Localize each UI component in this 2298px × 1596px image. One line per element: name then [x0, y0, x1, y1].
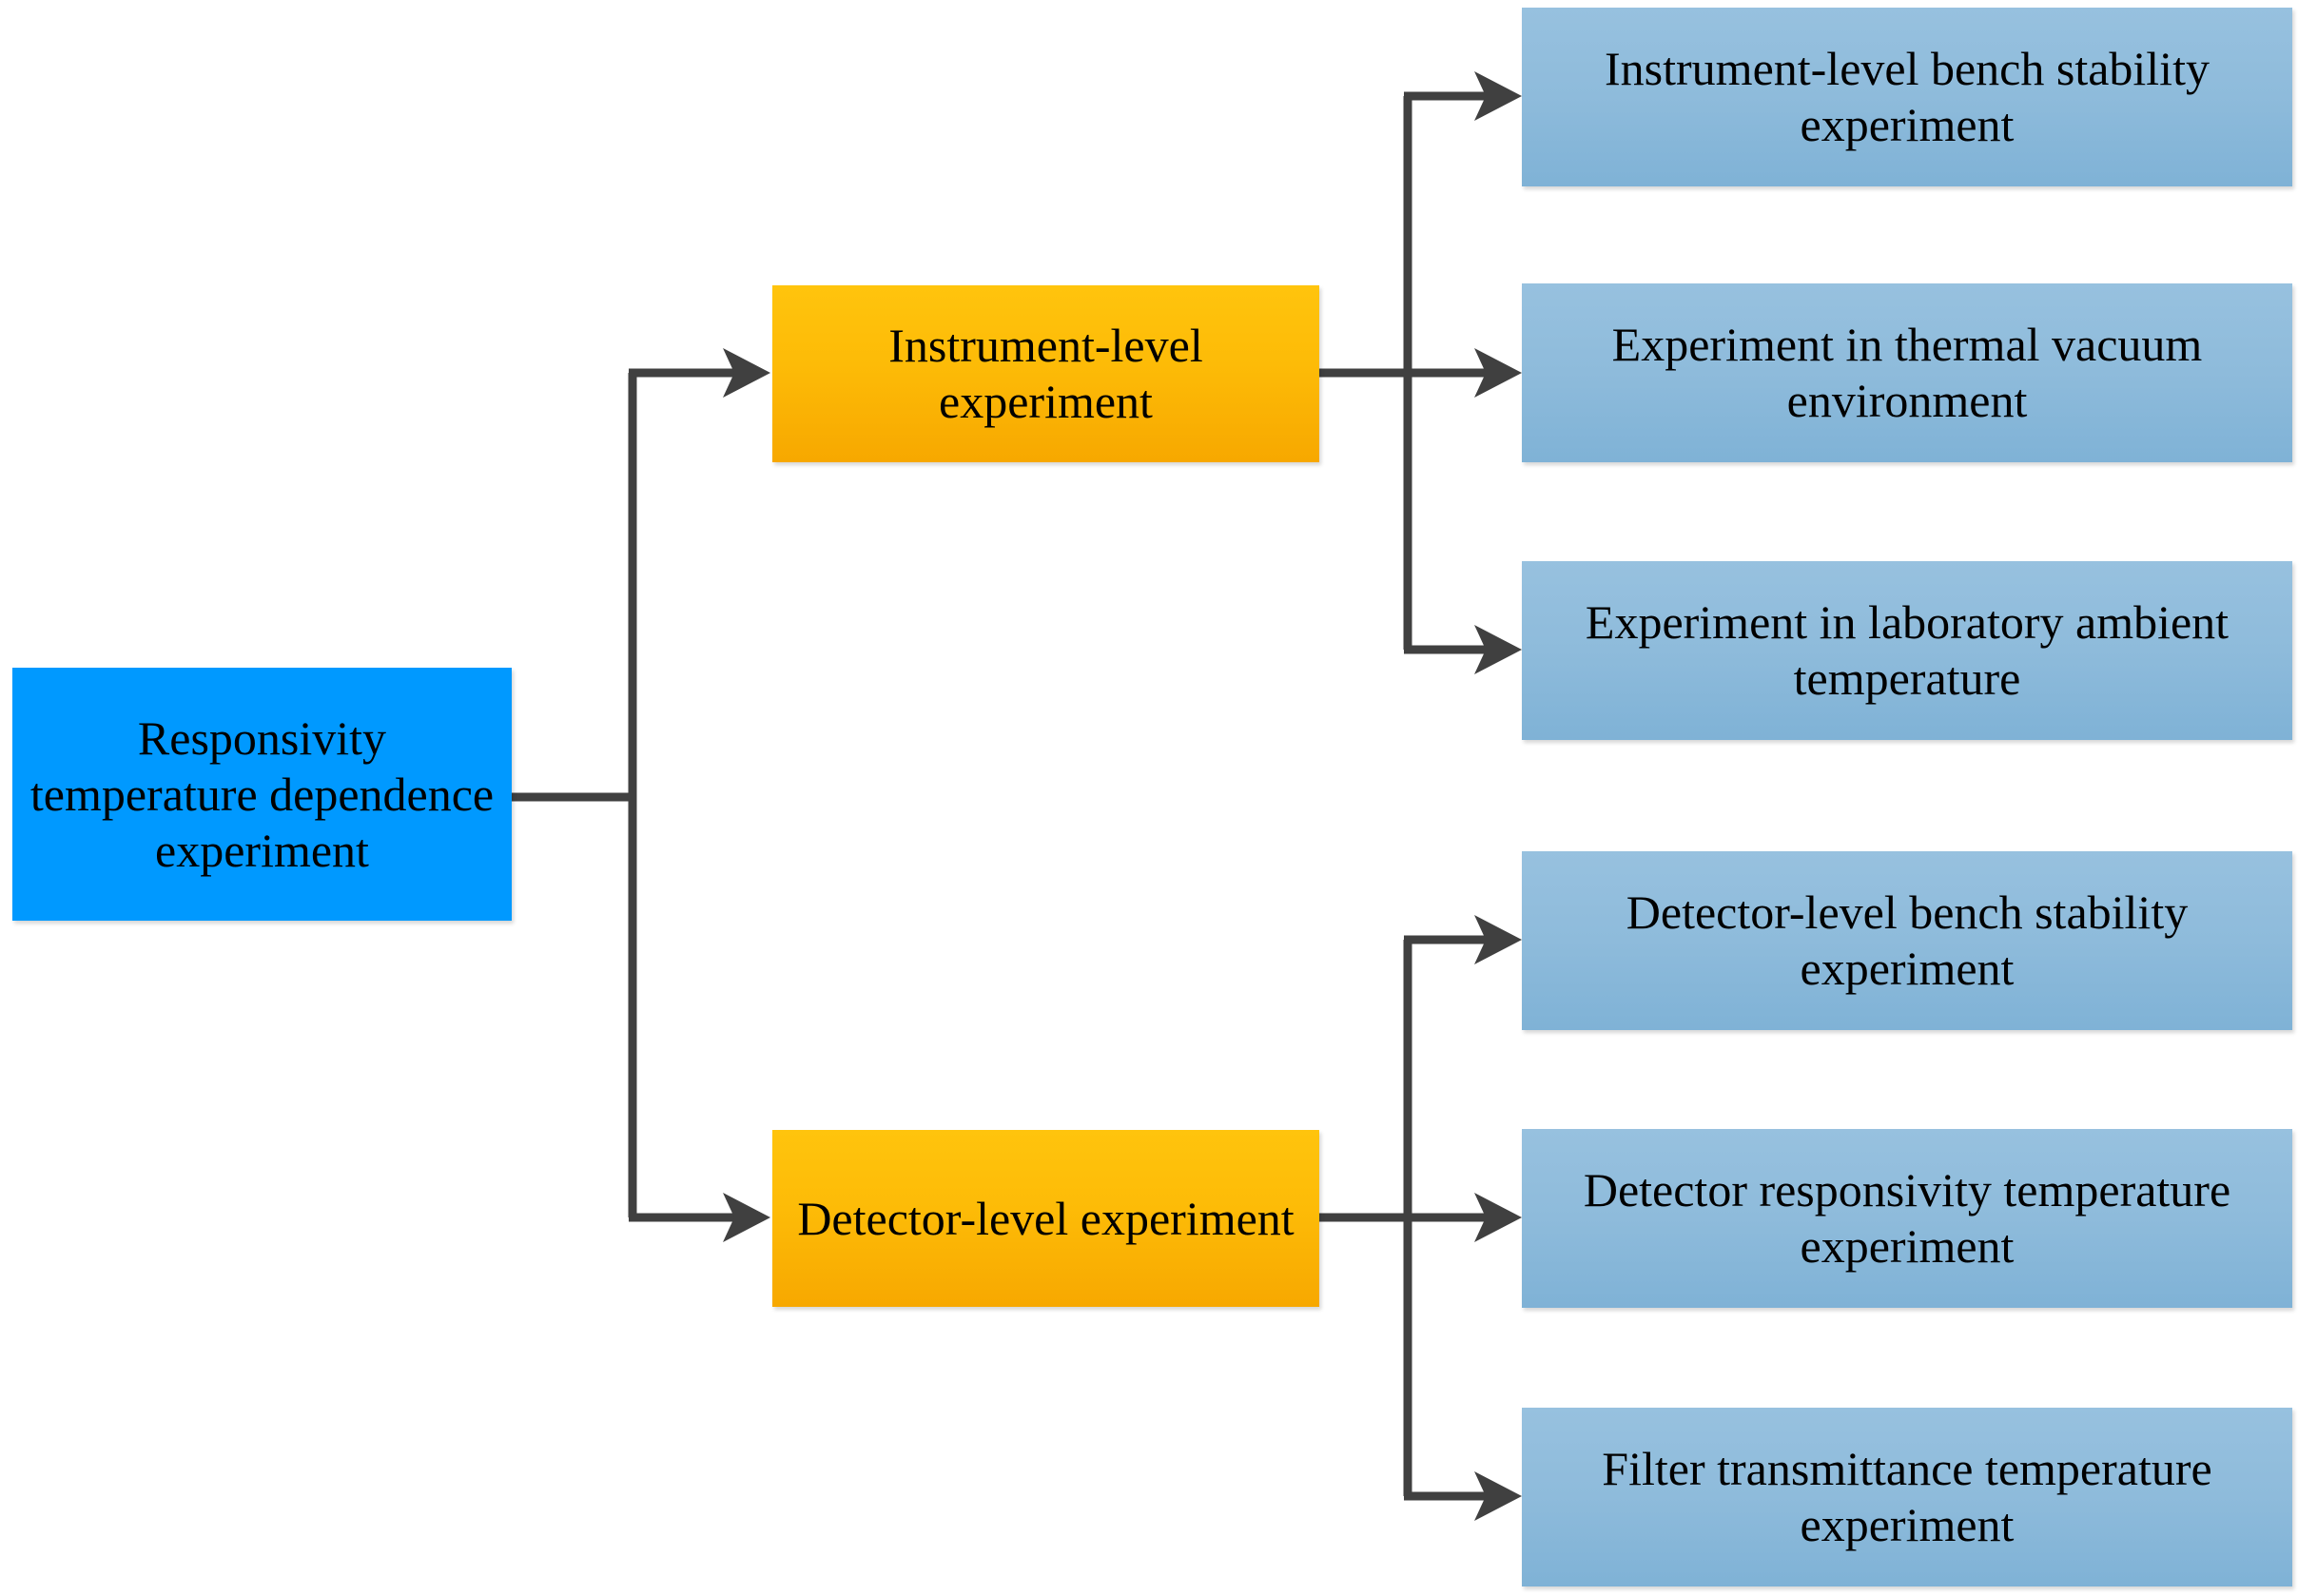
node-leaf-filter-transmittance-temperature[interactable]: Filter transmittance temperature experim… — [1522, 1408, 2292, 1586]
arrowhead-detector-to-bench-stability — [1474, 915, 1522, 964]
arrowhead-detector-to-responsivity-temp — [1474, 1193, 1522, 1242]
node-leaf-laboratory-ambient-temperature-label: Experiment in laboratory ambient tempera… — [1585, 595, 2230, 705]
node-leaf-instrument-bench-stability-label: Instrument-level bench stability experim… — [1605, 42, 2210, 151]
node-leaf-detector-responsivity-temperature[interactable]: Detector responsivity temperature experi… — [1522, 1129, 2292, 1308]
node-branch-detector-level-experiment[interactable]: Detector-level experiment — [772, 1130, 1319, 1307]
arrowhead-instrument-to-bench-stability — [1474, 71, 1522, 121]
node-branch-detector-level-label: Detector-level experiment — [797, 1191, 1295, 1245]
node-leaf-filter-transmittance-temperature-label: Filter transmittance temperature experim… — [1602, 1442, 2212, 1551]
node-leaf-laboratory-ambient-temperature[interactable]: Experiment in laboratory ambient tempera… — [1522, 561, 2292, 740]
node-branch-instrument-level-experiment[interactable]: Instrument-level experiment — [772, 285, 1319, 462]
node-leaf-thermal-vacuum-environment-label: Experiment in thermal vacuum environment — [1611, 318, 2203, 427]
node-root-responsivity-temperature-dependence[interactable]: Responsivity temperature dependence expe… — [12, 668, 512, 921]
arrowhead-root-to-detector — [723, 1193, 770, 1242]
node-leaf-instrument-bench-stability[interactable]: Instrument-level bench stability experim… — [1522, 8, 2292, 186]
connector-root-trunk — [511, 373, 637, 1217]
connector-instrument-trunk — [1319, 96, 1412, 650]
arrowhead-instrument-to-thermal-vacuum — [1474, 348, 1522, 398]
node-leaf-detector-responsivity-temperature-label: Detector responsivity temperature experi… — [1583, 1163, 2231, 1273]
node-leaf-detector-bench-stability[interactable]: Detector-level bench stability experimen… — [1522, 851, 2292, 1030]
arrowhead-root-to-instrument — [723, 348, 770, 398]
node-leaf-detector-bench-stability-label: Detector-level bench stability experimen… — [1626, 886, 2189, 995]
node-root-label: Responsivity temperature dependence expe… — [29, 710, 495, 877]
node-leaf-thermal-vacuum-environment[interactable]: Experiment in thermal vacuum environment — [1522, 283, 2292, 462]
node-branch-instrument-level-label: Instrument-level experiment — [888, 319, 1203, 428]
arrowhead-instrument-to-lab-ambient — [1474, 625, 1522, 674]
connector-detector-trunk — [1319, 940, 1412, 1496]
arrowhead-detector-to-filter-transmittance — [1474, 1471, 1522, 1521]
